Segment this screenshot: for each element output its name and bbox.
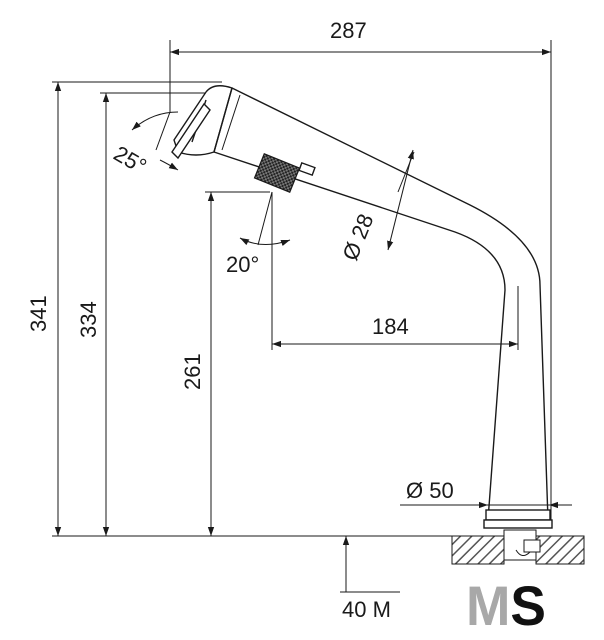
label-334: 334 (76, 301, 101, 338)
dimension-labels: 287 341 334 261 184 Ø 28 Ø 50 40 M 25° 2… (26, 18, 454, 622)
label-d28: Ø 28 (337, 210, 378, 264)
spray-head-nozzle (171, 102, 211, 160)
knurled-handle (253, 153, 301, 193)
dim-20deg-arc (239, 237, 291, 246)
spout-inner-edge (213, 151, 506, 521)
head-seam-2 (221, 94, 241, 151)
label-184: 184 (372, 314, 409, 339)
faucet-body (171, 85, 553, 529)
counter-right-hatch (535, 535, 585, 565)
counter-left-hatch (451, 535, 505, 565)
dim-25deg-arc (131, 111, 179, 131)
label-261: 261 (180, 353, 205, 390)
ms-logo: MS (466, 574, 546, 637)
counter-section (52, 529, 585, 565)
label-25deg: 25° (110, 141, 151, 179)
mount-nut (523, 539, 541, 553)
faucet-base (485, 509, 551, 521)
dim-d28-line (387, 149, 414, 251)
faucet-base-ring (483, 519, 553, 529)
slider-slot (298, 161, 316, 177)
head-seam (213, 87, 233, 153)
label-341: 341 (26, 295, 51, 332)
label-287: 287 (330, 18, 367, 43)
label-20deg: 20° (226, 252, 259, 277)
label-d50: Ø 50 (406, 478, 454, 503)
dimension-lines (52, 40, 572, 593)
label-40m: 40 M (342, 597, 391, 622)
spout-outer-edge (231, 87, 549, 521)
logo-text: MS (466, 574, 546, 637)
